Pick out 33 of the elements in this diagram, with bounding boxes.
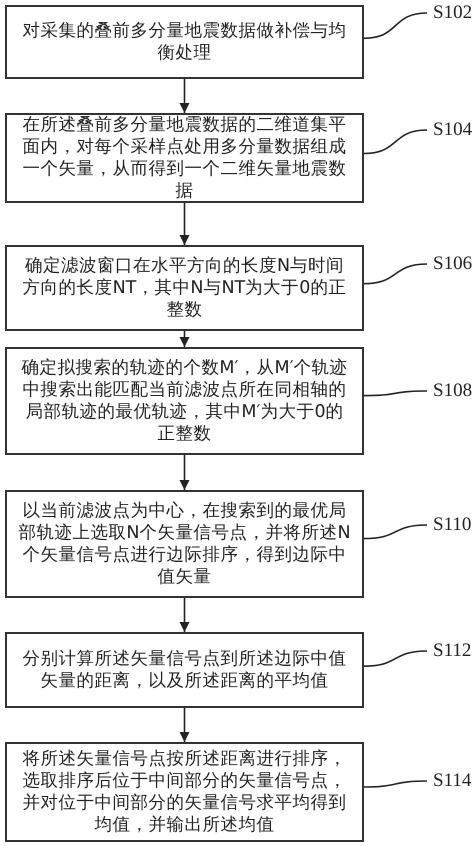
leader-line [364,650,428,667]
step-text: 分别计算所述矢量信号点到所述边际中值矢量的距离，以及所述距离的平均值 [22,648,348,692]
step-text: 对采集的叠前多分量地震数据做补偿与均衡处理 [22,20,348,64]
leader-line [364,524,428,540]
step-text: 在所述叠前多分量地震数据的二维道集平面内，对每个采样点处用多分量数据组成一个矢量，从而得到一个二维矢量地震数据 [22,114,348,202]
leader-line [364,263,428,284]
step-text: 确定拟搜索的轨迹的个数M′，从M′个轨迹中搜索出能匹配当前滤波点所在同相轴的局部轨迹的最优轨迹，其中M′为大于0的正整数 [20,357,349,445]
step-number: S102 [433,3,472,23]
leader-line [364,390,427,396]
leader-line [364,129,428,154]
step-number: S104 [433,120,472,140]
process-box [5,632,364,708]
arrow [180,708,190,742]
arrow [180,455,190,490]
process-box [5,347,364,455]
arrow [180,598,190,632]
step-text: 确定滤波窗口在水平方向的长度N与时间方向的长度NT，其中N与NT为大于0的正整数 [22,255,348,321]
process-box [5,490,364,598]
leader-line [364,12,428,40]
process-box [5,742,364,842]
arrow [180,331,190,347]
step-text: 以当前滤波点为中心，在搜索到的最优局部轨迹上选取N个矢量信号点，并将所述N个矢量信号点进行边际排序，得到边际中值矢量 [17,500,352,588]
leader-line [364,780,428,788]
process-box [5,5,364,79]
arrow [180,203,190,245]
step-text: 将所述矢量信号点按所述距离进行排序，选取排序后位于中间部分的矢量信号点，并对位于中间部分的矢量信号求平均得到均值，并输出所述均值 [22,748,348,836]
step-number: S106 [433,254,472,274]
step-number: S112 [433,641,472,661]
step-number: S108 [433,381,472,401]
process-box [5,245,364,331]
step-number: S110 [433,515,472,535]
arrow [180,79,190,113]
step-number: S114 [433,771,472,791]
